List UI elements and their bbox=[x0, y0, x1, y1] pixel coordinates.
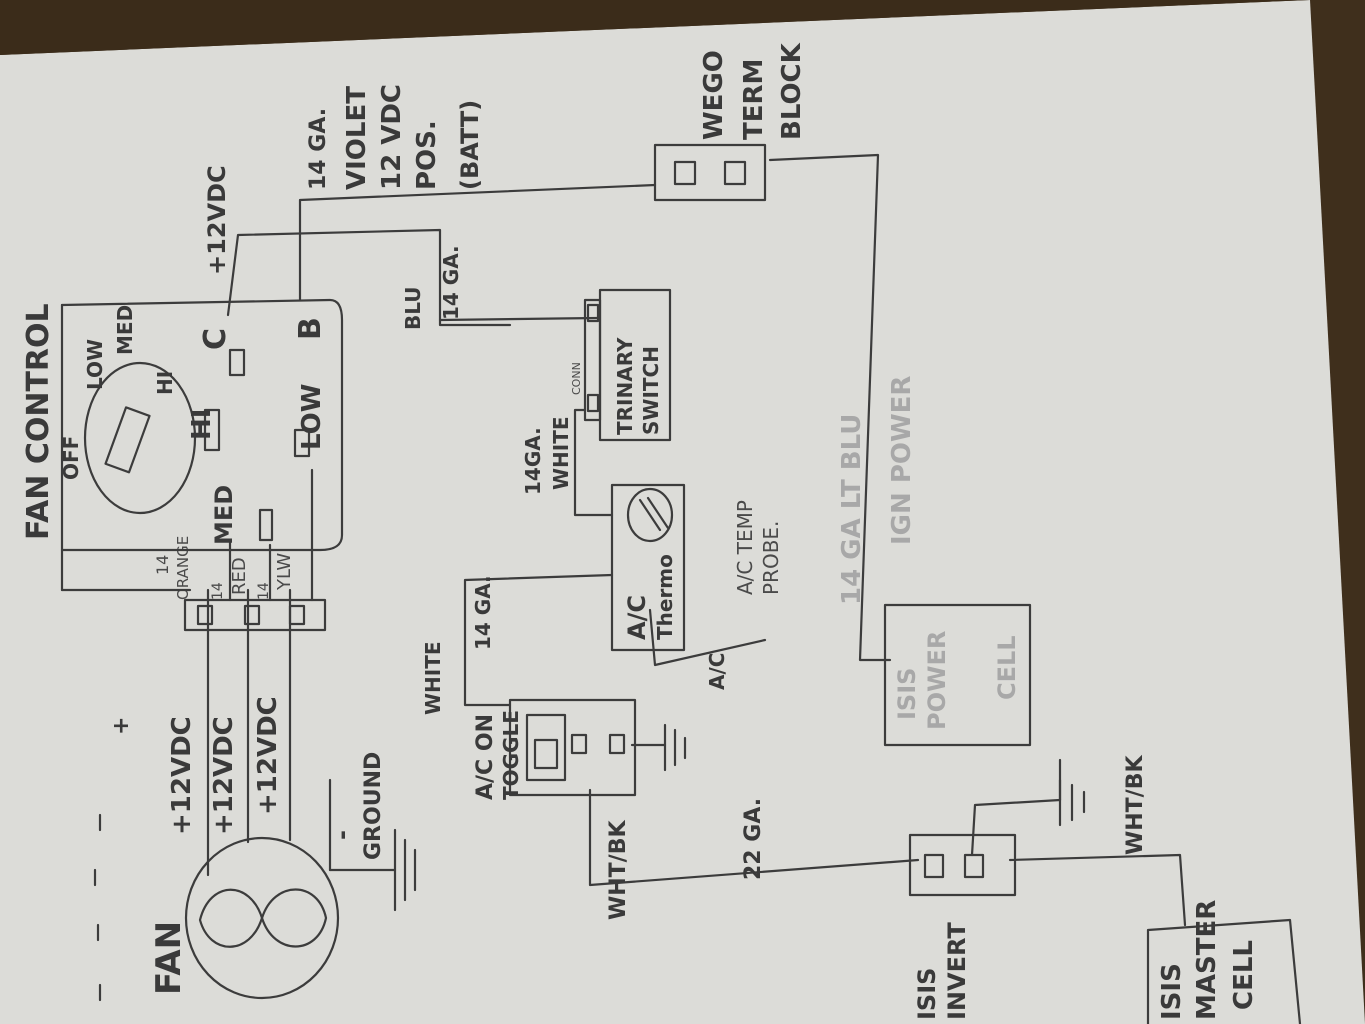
trinary-line2: SWITCH bbox=[639, 346, 663, 435]
isis-invert-line2: INVERT bbox=[943, 922, 971, 1020]
white-wire-1 bbox=[573, 408, 614, 517]
term-c: C bbox=[198, 328, 233, 350]
wire-orange-gauge: 14 bbox=[153, 555, 172, 575]
invert-ground-symbol bbox=[970, 758, 1086, 857]
whtbk-1-gauge: 22 GA. bbox=[741, 798, 766, 880]
fan-wires bbox=[206, 588, 397, 877]
wire-ylw-gauge: 14 bbox=[256, 582, 272, 600]
white-2-color: WHITE bbox=[421, 641, 445, 715]
ign-line2: IGN POWER bbox=[887, 376, 917, 545]
thermo-line2: Thermo bbox=[653, 554, 677, 640]
isis-master-line3: CELL bbox=[1229, 940, 1259, 1010]
isis-master-line2: MASTER bbox=[1192, 900, 1222, 1020]
blu-wire bbox=[438, 316, 600, 322]
probe-line2: PROBE. bbox=[759, 521, 783, 595]
pos-med: MED bbox=[113, 305, 137, 355]
ign-power-wire bbox=[768, 153, 892, 662]
wego-line3: BLOCK bbox=[777, 42, 807, 140]
voltage-label-3: +12VDC bbox=[253, 696, 283, 815]
wire-red-gauge: 14 bbox=[210, 582, 226, 600]
c-feed-wire bbox=[226, 228, 512, 327]
isis-master-line1: ISIS bbox=[1157, 963, 1187, 1020]
ac-thermo-box bbox=[610, 483, 686, 652]
batt-line2: VIOLET bbox=[342, 86, 372, 190]
voltage-label-1: +12VDC bbox=[167, 716, 197, 835]
whtbk-1-color: WHT/BK bbox=[606, 820, 631, 920]
isis-power-line3: CELL bbox=[993, 635, 1021, 700]
trinary-line1: TRINARY bbox=[613, 337, 637, 435]
c-feed-voltage: +12VDC bbox=[203, 165, 231, 275]
thermo-line1: A/C bbox=[623, 595, 651, 640]
wego-line2: TERM bbox=[739, 59, 769, 140]
isis-invert-line1: ISIS bbox=[913, 968, 941, 1020]
toggle-line2: TOGGLE bbox=[499, 710, 523, 800]
isis-master-box bbox=[1146, 918, 1302, 1024]
white-1-gauge: 14GA. bbox=[521, 427, 545, 495]
fan-ground-symbol bbox=[393, 828, 417, 912]
wire-ylw-color: YLW bbox=[274, 553, 295, 591]
probe-ac: A/C bbox=[705, 653, 729, 690]
batt-line5: (BATT) bbox=[456, 100, 484, 190]
temp-probe-wire bbox=[648, 608, 767, 667]
trinary-switch-box bbox=[583, 288, 672, 442]
trinary-conn: CONN bbox=[570, 362, 583, 395]
fan-label: FAN bbox=[149, 921, 189, 995]
toggle-ground-symbol bbox=[630, 723, 687, 772]
pos-low: LOW bbox=[83, 339, 107, 390]
pos-off: OFF bbox=[59, 436, 83, 480]
batt-line1: 14 GA. bbox=[306, 108, 331, 190]
whtbk-wire-1 bbox=[588, 788, 920, 887]
whtbk-2-color: WHT/BK bbox=[1123, 755, 1148, 855]
wego-line1: WEGO bbox=[699, 50, 729, 140]
plus-sign: + bbox=[109, 717, 134, 735]
ac-toggle-box bbox=[508, 698, 637, 797]
minus-sign: - bbox=[328, 830, 356, 840]
isis-power-line1: ISIS bbox=[893, 668, 921, 720]
isis-power-line2: POWER bbox=[923, 631, 951, 730]
fan-terminal-strip bbox=[183, 598, 327, 632]
batt-line3: 12 VDC bbox=[377, 84, 407, 190]
term-low: LOW bbox=[297, 384, 327, 450]
toggle-line1: A/C ON bbox=[473, 714, 498, 800]
wire-red-color: RED bbox=[229, 557, 250, 595]
fan-control-box bbox=[60, 298, 344, 552]
voltage-label-2: +12VDC bbox=[209, 716, 239, 835]
ign-line1: 14 GA LT BLU bbox=[837, 414, 867, 605]
white-wire-2 bbox=[463, 573, 614, 707]
b-feed-wire bbox=[298, 183, 657, 302]
white-1-color: WHITE bbox=[549, 416, 573, 490]
blu-gauge: 14 GA. bbox=[439, 245, 463, 320]
fan-symbol bbox=[93, 813, 340, 1002]
blu-color: BLU bbox=[401, 286, 425, 330]
wego-term-block bbox=[653, 143, 767, 202]
whtbk-wire-3 bbox=[1008, 853, 1187, 927]
isis-power-cell-box bbox=[883, 603, 1032, 747]
term-b: B bbox=[293, 317, 328, 340]
term-med: MED bbox=[210, 485, 238, 545]
paper-shadow bbox=[0, 0, 1310, 55]
isis-invert-box bbox=[908, 833, 1017, 897]
probe-line1: A/C TEMP bbox=[733, 500, 757, 595]
white-2-gauge: 14 GA. bbox=[471, 575, 495, 650]
ground-label: GROUND bbox=[361, 752, 386, 860]
term-hi: HI bbox=[187, 409, 217, 440]
fan-control-title: FAN CONTROL bbox=[21, 303, 56, 540]
pos-hi: HI bbox=[153, 371, 177, 395]
batt-line4: POS. bbox=[412, 120, 442, 190]
wire-orange-color: ORANGE bbox=[174, 536, 192, 600]
